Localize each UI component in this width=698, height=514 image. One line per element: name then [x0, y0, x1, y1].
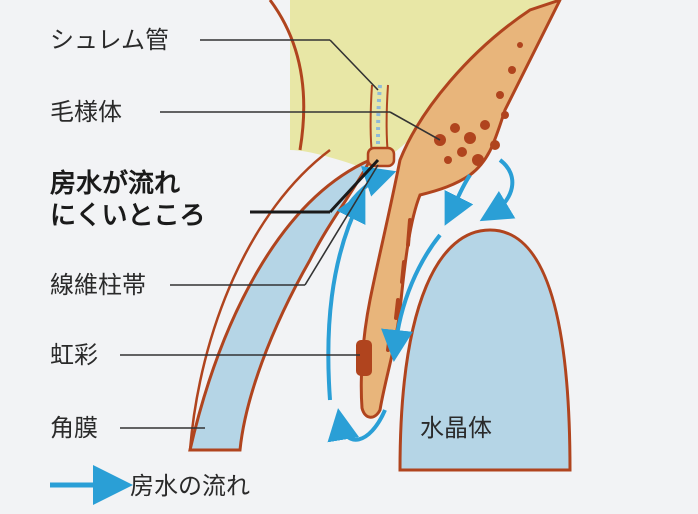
leader-schlemm-d: [329, 39, 379, 91]
cornea-outer-edge: [188, 149, 331, 451]
flow-arrow-3: [381, 233, 442, 362]
leader-trabecular-d: [304, 164, 379, 286]
legend: 房水の流れ: [50, 465, 250, 505]
label-trabecular: 線維柱帯: [50, 271, 146, 299]
iris-tip: [356, 340, 372, 376]
label-cornea: 角膜: [50, 414, 98, 442]
sclera-outline: [268, 0, 306, 151]
legend-label: 房水の流れ: [130, 472, 250, 500]
flow-arrow-5: [326, 189, 366, 401]
label-hard-flow-2: にくいところ: [50, 201, 205, 231]
leader-hardflow-d: [328, 158, 380, 214]
label-schlemm: シュレム管: [50, 26, 169, 54]
flow-arrow-2: [444, 173, 474, 226]
label-iris: 虹彩: [50, 341, 98, 369]
trabecular-meshwork: [366, 146, 396, 168]
flow-arrow-1: [479, 158, 516, 222]
flow-arrow-4: [327, 408, 387, 443]
label-ciliary-body: 毛様体: [50, 98, 122, 126]
label-lens: 水晶体: [420, 414, 492, 442]
label-hard-flow-1: 房水が流れ: [50, 168, 180, 199]
leader-ciliary-d: [389, 111, 441, 141]
cornea-region: [188, 156, 374, 452]
